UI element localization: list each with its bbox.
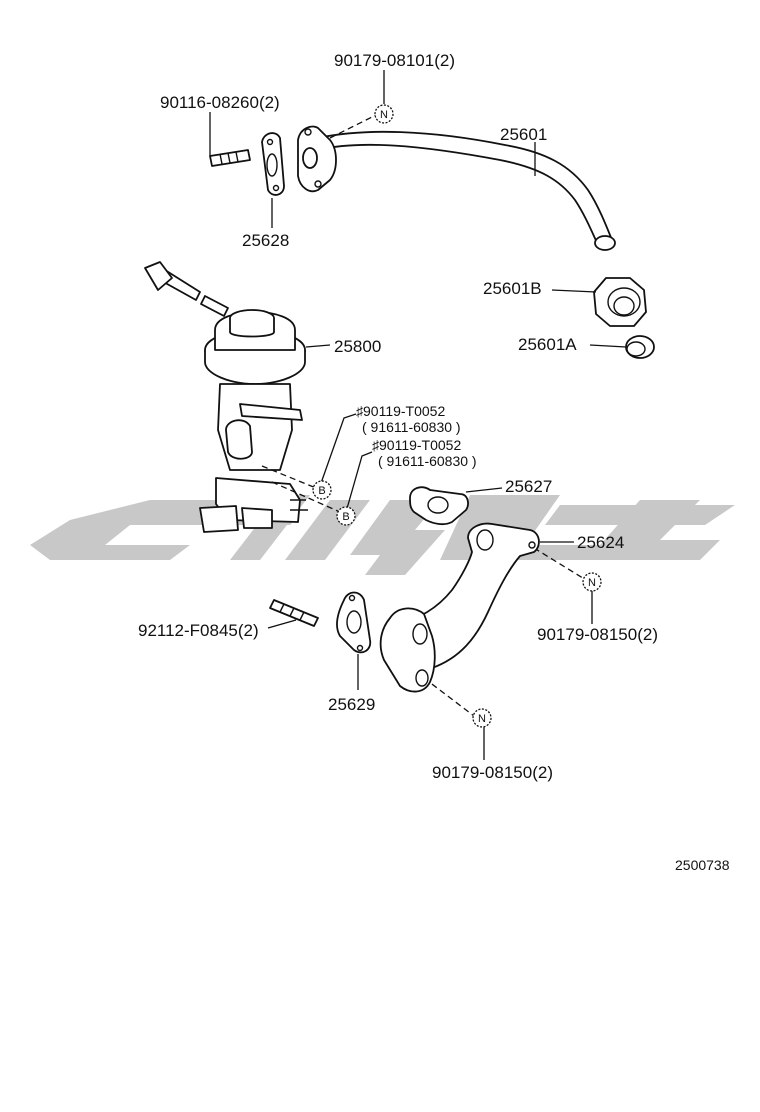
- label-92112-F0845: 92112-F0845(2): [138, 621, 259, 640]
- marker-n-bottom-text: N: [478, 713, 486, 725]
- marker-b-lower-text: B: [342, 511, 349, 523]
- label-91611-60830-a: ( 91611-60830 ): [362, 419, 461, 435]
- label-25627: 25627: [505, 477, 552, 496]
- stud-92112-F0845: [269, 599, 319, 627]
- label-91611-60830-b: ( 91611-60830 ): [378, 453, 477, 469]
- marker-b-upper-text: B: [318, 485, 325, 497]
- gasket-25628: [261, 132, 285, 196]
- label-90116-08260: 90116-08260(2): [160, 93, 280, 112]
- leader-lines: [209, 70, 627, 760]
- marker-n-right-text: N: [588, 577, 596, 589]
- pipe-25624: [379, 522, 540, 693]
- egr-valve-25800: [144, 261, 308, 533]
- label-90179-08150-a: 90179-08150(2): [537, 625, 658, 644]
- pipe-25601: [297, 125, 616, 251]
- union-nut-25601B: [593, 277, 647, 327]
- ring-25601A: [625, 335, 655, 359]
- gasket-25627: [409, 486, 469, 526]
- marker-n-top: N: [374, 104, 394, 124]
- label-25601A: 25601A: [518, 335, 577, 354]
- marker-n-top-text: N: [380, 109, 388, 121]
- watermark-logo: [30, 495, 735, 575]
- figure-id: 2500738: [675, 857, 730, 873]
- marker-b-upper: B: [312, 480, 332, 500]
- label-25800: 25800: [334, 337, 381, 356]
- label-90119-T0052-b: ♯90119-T0052: [372, 437, 461, 453]
- marker-b-lower: B: [336, 506, 356, 526]
- marker-n-bottom: N: [472, 708, 492, 728]
- label-25601: 25601: [500, 125, 547, 144]
- label-25601B: 25601B: [483, 279, 542, 298]
- label-25624: 25624: [577, 533, 624, 552]
- label-25628: 25628: [242, 231, 289, 250]
- label-25629: 25629: [328, 695, 375, 714]
- label-90179-08150-b: 90179-08150(2): [432, 763, 553, 782]
- gasket-25629: [336, 591, 372, 654]
- label-90179-08101: 90179-08101(2): [334, 51, 455, 70]
- assembly-lines: [261, 113, 587, 717]
- stud-90116-08260: [209, 149, 251, 167]
- label-90119-T0052-a: ♯90119-T0052: [356, 403, 445, 419]
- marker-n-right: N: [582, 572, 602, 592]
